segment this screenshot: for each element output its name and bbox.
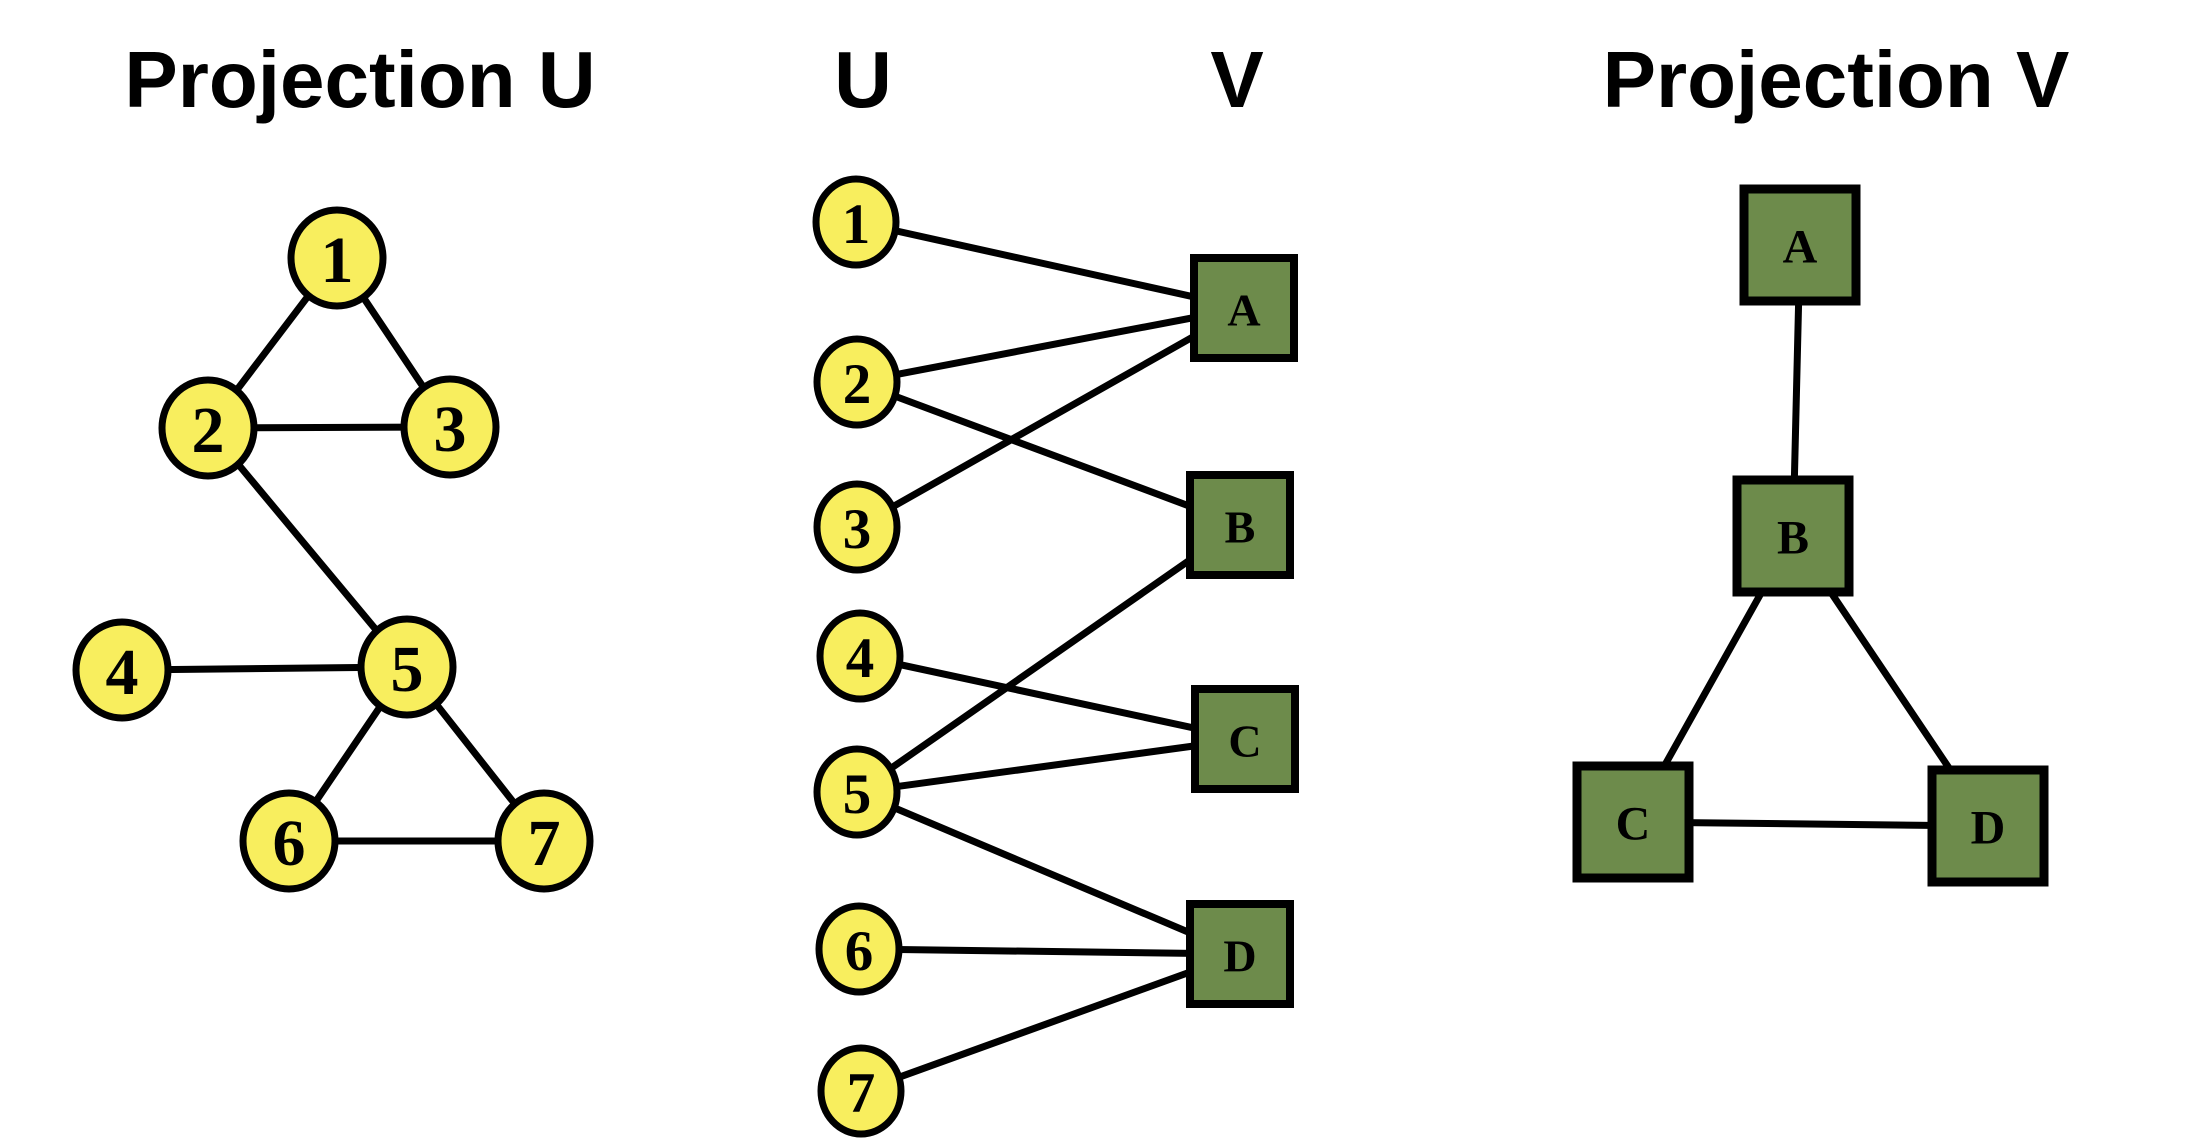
node-label-7: 7 [847, 1062, 876, 1125]
v-node-A-square [1190, 254, 1298, 362]
projection-u-title: Projection U [124, 35, 596, 124]
node-label-B: B [1777, 511, 1809, 564]
bipartite-graph: 1 2 3 4 5 6 7 A B C D [812, 175, 1299, 1138]
v-node-C-square [1572, 761, 1694, 883]
v-node-B-square [1732, 475, 1854, 597]
u-node-5-circle [813, 745, 901, 839]
node-label-B: B [1225, 501, 1256, 552]
u-node-3-circle [813, 480, 901, 574]
edge-u7-D [857, 950, 1244, 1095]
node-label-6: 6 [273, 807, 306, 880]
node-label-2: 2 [192, 394, 225, 467]
edge-u5-C [853, 735, 1249, 796]
node-label-C: C [1228, 715, 1261, 766]
node-label-7: 7 [528, 807, 561, 880]
node-label-D: D [1223, 930, 1256, 981]
edge-u4-C [856, 652, 1249, 743]
projection-v-graph: A B C D [1572, 184, 2049, 887]
projection-u-graph: 1 2 3 4 5 6 7 [72, 206, 594, 893]
node-label-3: 3 [843, 498, 872, 561]
node-label-2: 2 [843, 353, 872, 416]
node-label-6: 6 [845, 920, 874, 983]
u-node-4-circle [72, 618, 172, 722]
bipartite-v-header: V [1210, 35, 1264, 124]
edge-u1-A [852, 218, 1248, 312]
u-node-2-circle [158, 376, 258, 480]
edge-u3-A [853, 304, 1248, 531]
projection-v-title: Projection V [1602, 35, 2070, 124]
u-node-6-circle [239, 789, 339, 893]
node-label-A: A [1783, 220, 1818, 273]
node-label-1: 1 [321, 224, 354, 297]
u-node-7-circle [817, 1044, 905, 1138]
u-node-3-circle [400, 375, 500, 479]
v-node-D-square [1927, 765, 2049, 887]
node-label-5: 5 [391, 633, 424, 706]
edge-u2-A [853, 304, 1248, 386]
u-node-1-circle [812, 175, 900, 269]
node-label-4: 4 [106, 636, 139, 709]
u-node-6-circle [815, 902, 903, 996]
node-label-C: C [1616, 797, 1651, 850]
edge-u5-D [853, 788, 1244, 958]
node-label-4: 4 [846, 627, 875, 690]
node-label-A: A [1227, 284, 1260, 335]
v-node-D-square [1186, 900, 1294, 1008]
u-node-5-circle [357, 615, 457, 719]
edge-u6-D [855, 945, 1244, 958]
node-label-3: 3 [434, 393, 467, 466]
u-node-1-circle [287, 206, 387, 310]
edge-u2-B [853, 378, 1244, 529]
u-node-7-circle [494, 789, 594, 893]
v-node-A-square [1739, 184, 1861, 306]
edge-2-5 [204, 424, 411, 671]
bipartite-u-header: U [834, 35, 892, 124]
node-label-D: D [1971, 801, 2006, 854]
u-node-2-circle [813, 335, 901, 429]
edge-u5-B [853, 521, 1244, 796]
node-label-1: 1 [842, 193, 871, 256]
u-node-4-circle [816, 609, 904, 703]
node-label-5: 5 [843, 763, 872, 826]
v-node-B-square [1186, 471, 1294, 579]
v-node-C-square [1191, 685, 1299, 793]
